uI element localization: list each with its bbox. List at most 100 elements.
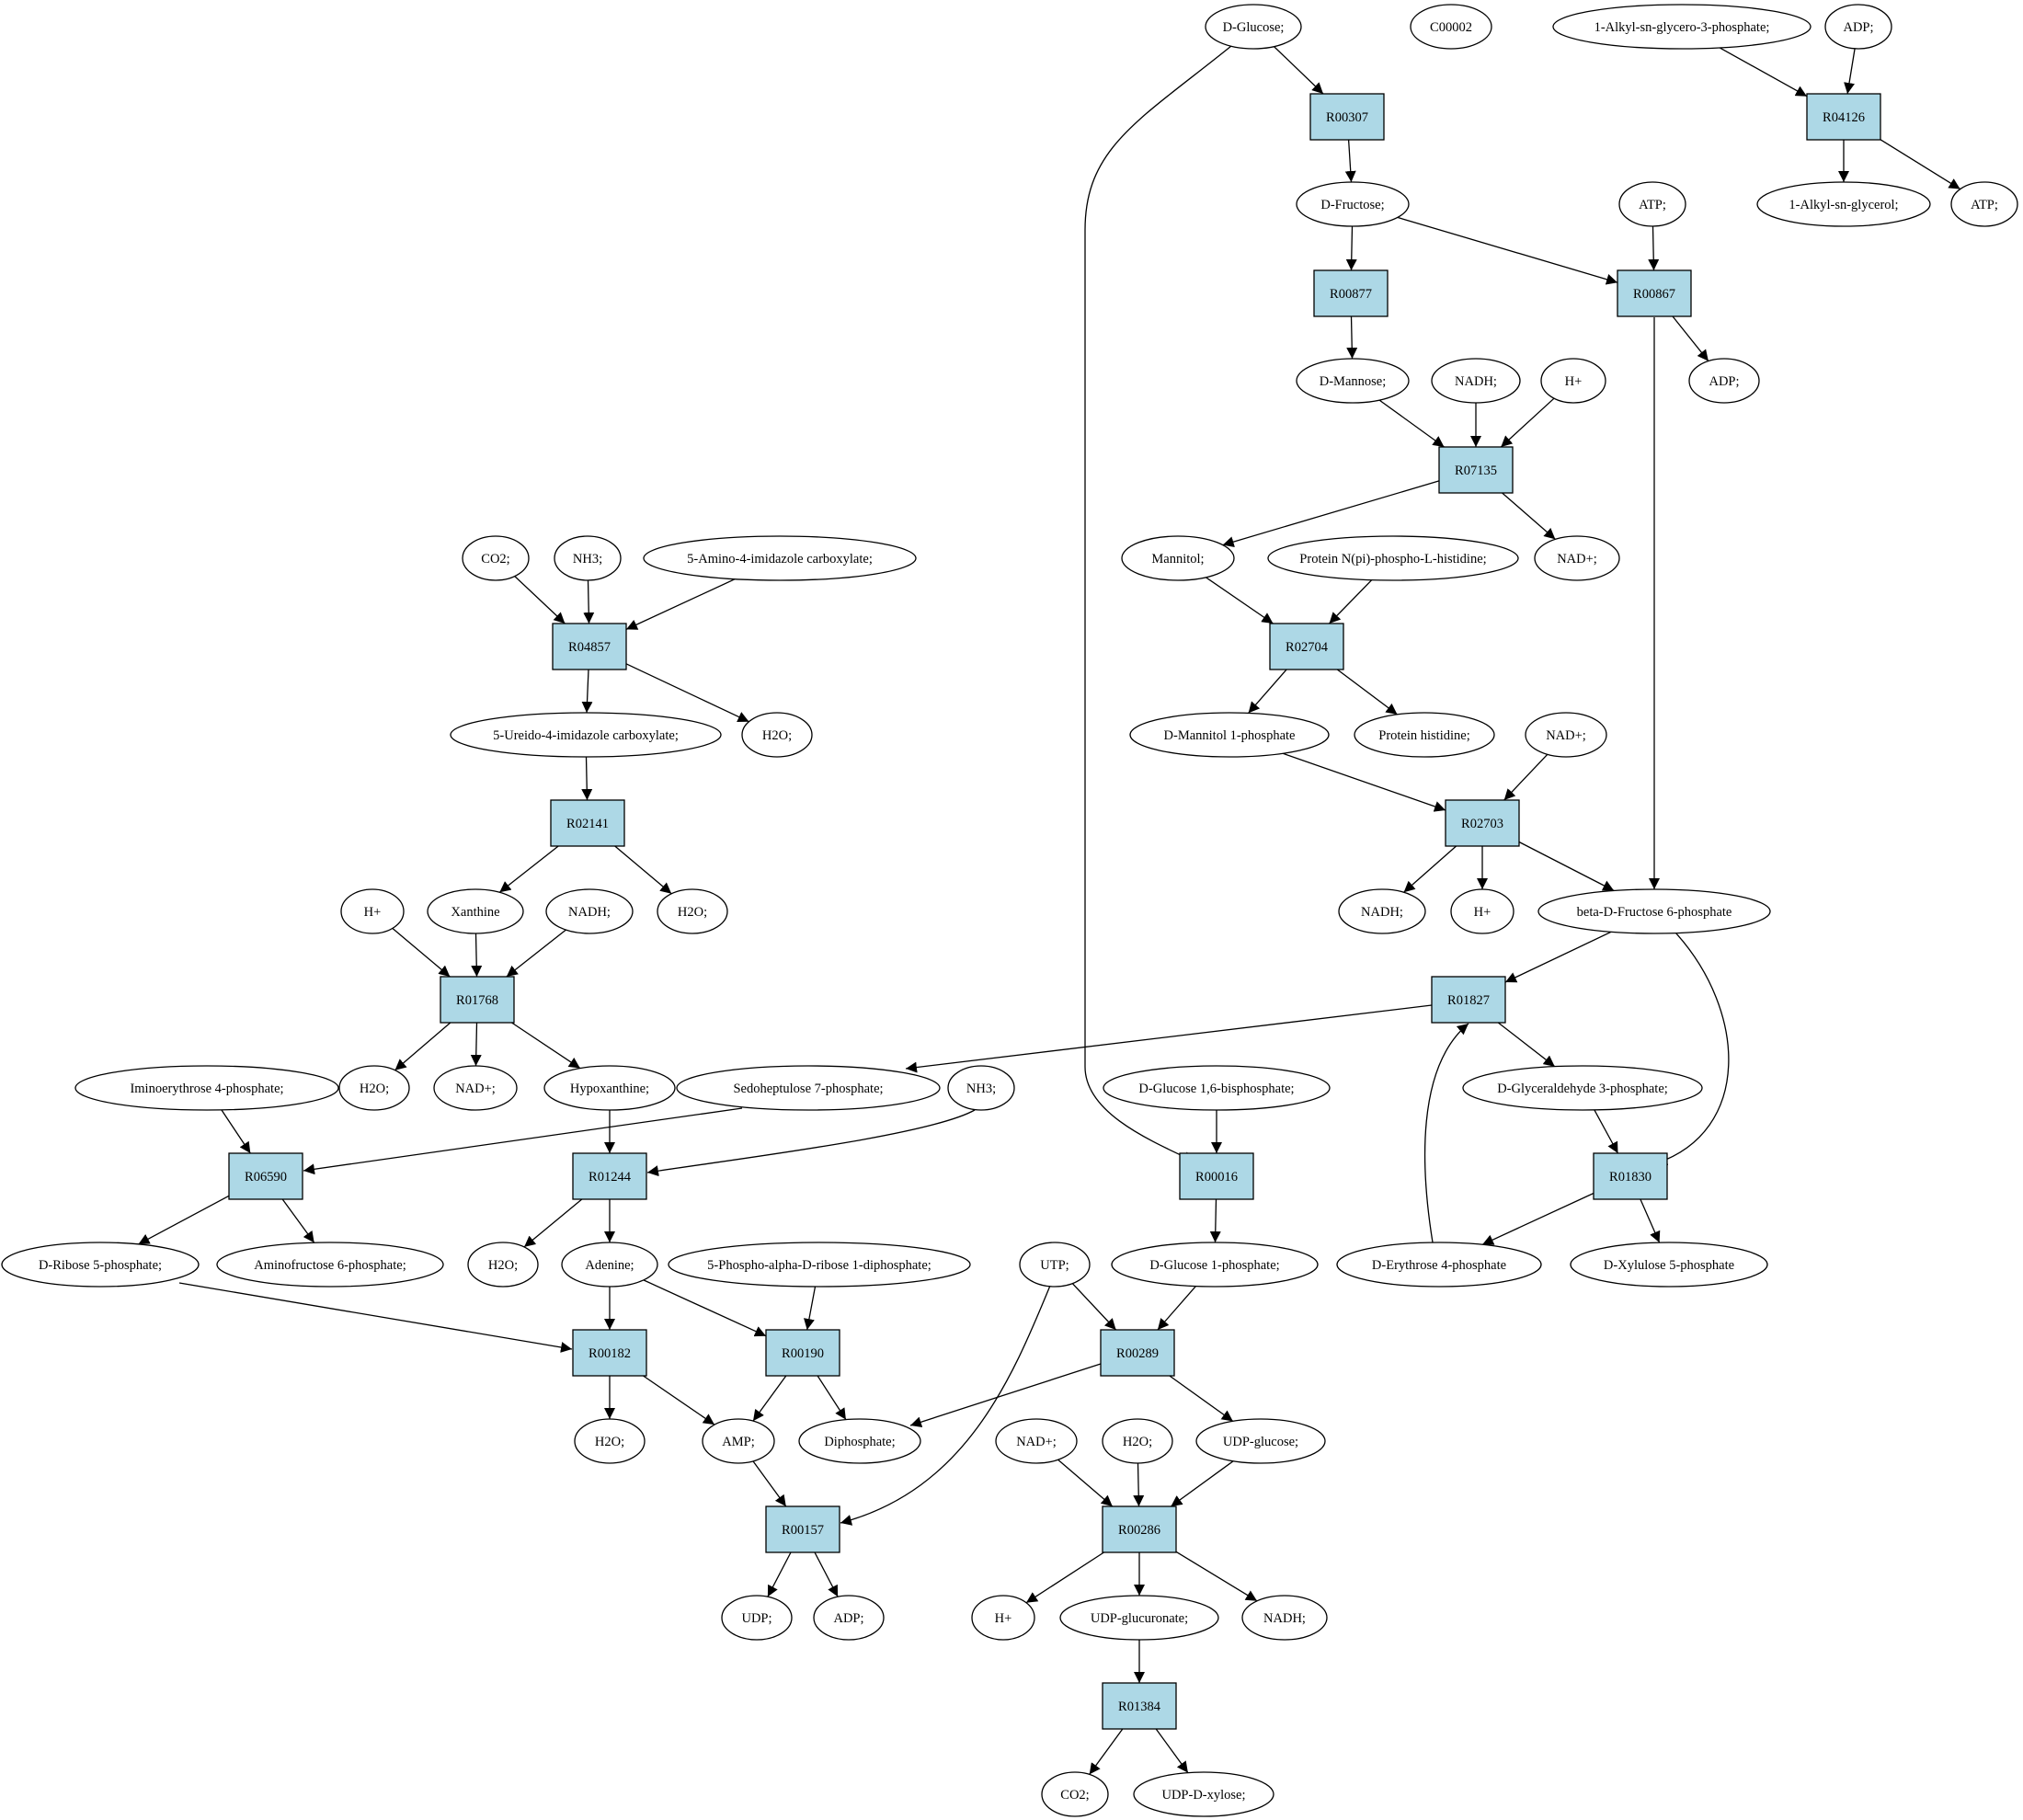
reaction-node-R06590[interactable]: R06590 [228,1152,303,1200]
compound-node-atp_a[interactable]: ATP; [1618,181,1686,227]
compound-node-h_c[interactable]: H+ [1450,888,1514,934]
reaction-node-R02704[interactable]: R02704 [1269,623,1344,670]
reaction-node-R00877[interactable]: R00877 [1313,269,1389,317]
compound-node-h2o_f[interactable]: H2O; [1102,1418,1173,1464]
compound-node-nadp_d[interactable]: NAD+; [995,1418,1078,1464]
reaction-box [1313,269,1389,317]
reaction-node-R00016[interactable]: R00016 [1179,1152,1254,1200]
compound-node-aic[interactable]: 5-Amino-4-imidazole carboxylate; [643,535,917,581]
compound-node-h2o_c[interactable]: H2O; [338,1065,410,1111]
compound-node-nh3_a[interactable]: NH3; [554,535,622,581]
compound-node-x5p[interactable]: D-Xylulose 5-phosphate [1570,1242,1768,1288]
compound-node-co2_b[interactable]: CO2; [1041,1771,1109,1817]
compound-node-xan[interactable]: Xanthine [427,888,524,934]
node-label: R02141 [566,817,609,831]
reaction-node-R07135[interactable]: R07135 [1438,446,1514,494]
compound-node-h_b[interactable]: H+ [340,888,405,934]
compound-node-adp_b[interactable]: ADP; [1688,358,1760,404]
compound-node-mannitol[interactable]: Mannitol; [1121,535,1235,581]
compound-node-udpgluc[interactable]: UDP-glucuronate; [1059,1595,1219,1641]
compound-node-c00002[interactable]: C00002 [1410,4,1492,50]
compound-node-nadh_c[interactable]: NADH; [1338,888,1426,934]
reaction-box [1445,799,1520,847]
compound-node-ppi[interactable]: Diphosphate; [798,1418,921,1464]
compound-node-h2o_a[interactable]: H2O; [741,712,813,758]
node-label: R01384 [1118,1700,1161,1714]
reaction-node-R04126[interactable]: R04126 [1806,93,1881,141]
compound-node-nadh_d[interactable]: NADH; [1241,1595,1328,1641]
compound-node-alkylg[interactable]: 1-Alkyl-sn-glycerol; [1756,181,1931,227]
edge-nadh_b-to-R01768 [506,929,566,978]
compound-node-uic[interactable]: 5-Ureido-4-imidazole carboxylate; [450,712,722,758]
compound-node-adp_c[interactable]: ADP; [813,1595,885,1641]
compound-node-udpg[interactable]: UDP-glucose; [1195,1418,1326,1464]
compound-node-h2o_e[interactable]: H2O; [574,1418,646,1464]
compound-node-adp_a[interactable]: ADP; [1824,4,1892,50]
edge-xan-to-R01768 [471,933,483,978]
reaction-node-R04857[interactable]: R04857 [552,623,627,670]
reaction-node-R01244[interactable]: R01244 [572,1152,647,1200]
compound-node-g3p[interactable]: D-Glyceraldehyde 3-phosphate; [1462,1065,1703,1111]
reaction-node-R00867[interactable]: R00867 [1617,269,1692,317]
compound-node-h_d[interactable]: H+ [971,1595,1035,1641]
compound-node-nadp_c[interactable]: NAD+; [433,1065,518,1111]
compound-ellipse [995,1418,1078,1464]
compound-node-af6p[interactable]: Aminofructose 6-phosphate; [216,1242,444,1288]
compound-node-ie4p[interactable]: Iminoerythrose 4-phosphate; [74,1065,339,1111]
compound-node-r5p[interactable]: D-Ribose 5-phosphate; [1,1242,200,1288]
compound-node-g16bp[interactable]: D-Glucose 1,6-bisphosphate; [1103,1065,1331,1111]
reaction-node-R00289[interactable]: R00289 [1100,1329,1175,1377]
node-label: NAD+; [1546,728,1586,743]
compound-node-utp[interactable]: UTP; [1019,1242,1091,1288]
compound-ellipse [1041,1771,1109,1817]
compound-node-h2o_d[interactable]: H2O; [467,1242,539,1288]
compound-node-fru[interactable]: D-Fructose; [1296,181,1410,227]
compound-node-nadh_a[interactable]: NADH; [1431,358,1521,404]
compound-node-h2o_b[interactable]: H2O; [657,888,728,934]
reaction-node-R00182[interactable]: R00182 [572,1329,647,1377]
reaction-node-R01384[interactable]: R01384 [1102,1682,1177,1730]
compound-node-amp[interactable]: AMP; [702,1418,775,1464]
compound-node-hyp[interactable]: Hypoxanthine; [543,1065,676,1111]
compound-node-ade[interactable]: Adenine; [561,1242,658,1288]
reaction-node-R01768[interactable]: R01768 [440,976,515,1024]
compound-node-s7p[interactable]: Sedoheptulose 7-phosphate; [676,1065,941,1111]
compound-node-bf6p[interactable]: beta-D-Fructose 6-phosphate [1537,888,1771,934]
compound-node-prpp[interactable]: 5-Phospho-alpha-D-ribose 1-diphosphate; [668,1242,971,1288]
reaction-node-R01827[interactable]: R01827 [1431,976,1506,1024]
compound-node-glc[interactable]: D-Glucose; [1205,4,1302,50]
compound-node-atp_b[interactable]: ATP; [1950,181,2018,227]
reaction-node-R00286[interactable]: R00286 [1102,1505,1177,1553]
node-label: R02704 [1286,640,1329,655]
compound-node-nadh_b[interactable]: NADH; [545,888,634,934]
reaction-node-R02141[interactable]: R02141 [550,799,625,847]
compound-node-e4p[interactable]: D-Erythrose 4-phosphate [1336,1242,1542,1288]
compound-node-prothis[interactable]: Protein histidine; [1354,712,1495,758]
reaction-node-R00190[interactable]: R00190 [765,1329,840,1377]
compound-ellipse [574,1418,646,1464]
compound-node-man[interactable]: D-Mannose; [1296,358,1410,404]
edge-aic-to-R04857 [625,578,736,630]
compound-node-co2_a[interactable]: CO2; [462,535,530,581]
edge-g1p-to-R00289 [1157,1286,1196,1331]
compound-node-nadp_b[interactable]: NAD+; [1525,712,1607,758]
compound-node-udpxyl[interactable]: UDP-D-xylose; [1133,1771,1274,1817]
compound-ellipse [543,1065,676,1111]
compound-ellipse [1103,1065,1331,1111]
reaction-node-R01830[interactable]: R01830 [1593,1152,1668,1200]
reaction-node-R00307[interactable]: R00307 [1309,93,1385,141]
node-label: NADH; [568,905,611,920]
compound-node-alkylg3p[interactable]: 1-Alkyl-sn-glycero-3-phosphate; [1552,4,1812,50]
compound-node-nh3_b[interactable]: NH3; [947,1065,1015,1111]
compound-node-udp[interactable]: UDP; [721,1595,793,1641]
compound-node-m1p[interactable]: D-Mannitol 1-phosphate [1129,712,1330,758]
compound-node-g1p[interactable]: D-Glucose 1-phosphate; [1111,1242,1319,1288]
compound-node-protnph[interactable]: Protein N(pi)-phospho-L-histidine; [1267,535,1519,581]
edge-e4p-to-R01827 [1423,1023,1469,1243]
reaction-node-R02703[interactable]: R02703 [1445,799,1520,847]
edge-adp_a-to-R04126 [1844,48,1856,95]
edge-man-to-R07135 [1378,399,1445,448]
compound-node-h_a[interactable]: H+ [1540,358,1606,404]
reaction-node-R00157[interactable]: R00157 [765,1505,840,1553]
compound-node-nadp_a[interactable]: NAD+; [1534,535,1620,581]
